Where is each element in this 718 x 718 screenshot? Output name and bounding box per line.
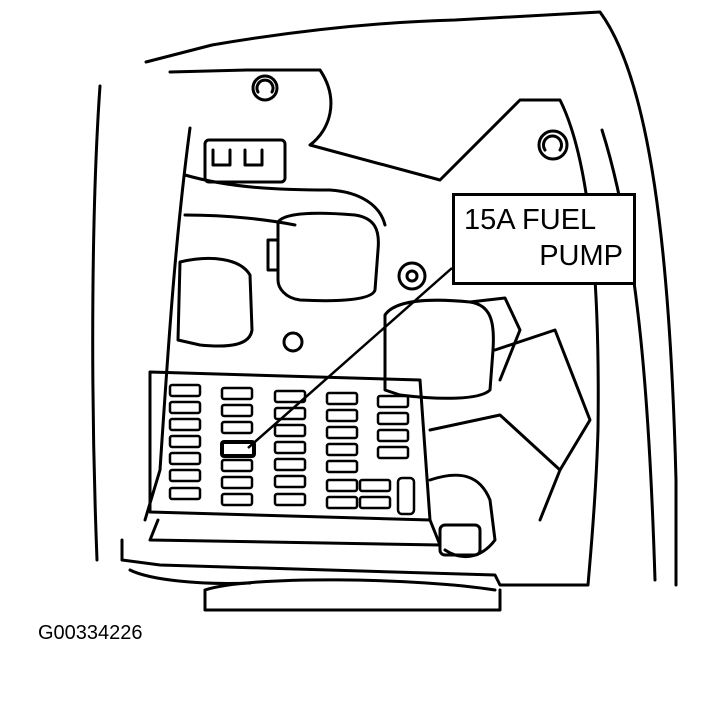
left-module <box>176 256 254 348</box>
figure-id: G00334226 <box>38 622 143 644</box>
fuse-column-2 <box>220 386 256 507</box>
fuel-pump-fuse <box>220 440 256 458</box>
fuse-column-1 <box>168 383 202 501</box>
fuse-column-3 <box>273 389 307 507</box>
outer-panel-edge <box>144 10 678 587</box>
panel-hole <box>282 331 304 353</box>
right-bolt <box>537 129 569 161</box>
relay <box>276 211 380 303</box>
right-trim-line <box>600 128 657 582</box>
top-bolt <box>251 74 279 102</box>
left-trim-line <box>91 84 102 562</box>
leader-line <box>247 267 453 449</box>
connector-top <box>203 138 287 184</box>
fuse-column-4 <box>325 391 359 510</box>
callout-line-1: 15A FUEL <box>464 204 597 236</box>
lower-trim <box>203 578 497 592</box>
fuel-pump-callout: 15A FUEL PUMP <box>452 193 636 285</box>
fuse-column-5 <box>358 394 416 516</box>
wire-connector <box>438 523 482 557</box>
fuse-grid <box>168 383 416 516</box>
callout-line-2: PUMP <box>539 240 623 272</box>
wire-harness <box>183 173 387 227</box>
panel-inner-left <box>143 126 192 522</box>
large-fuse <box>396 476 416 516</box>
relay-screw <box>397 261 427 291</box>
right-relay-block <box>383 298 495 400</box>
